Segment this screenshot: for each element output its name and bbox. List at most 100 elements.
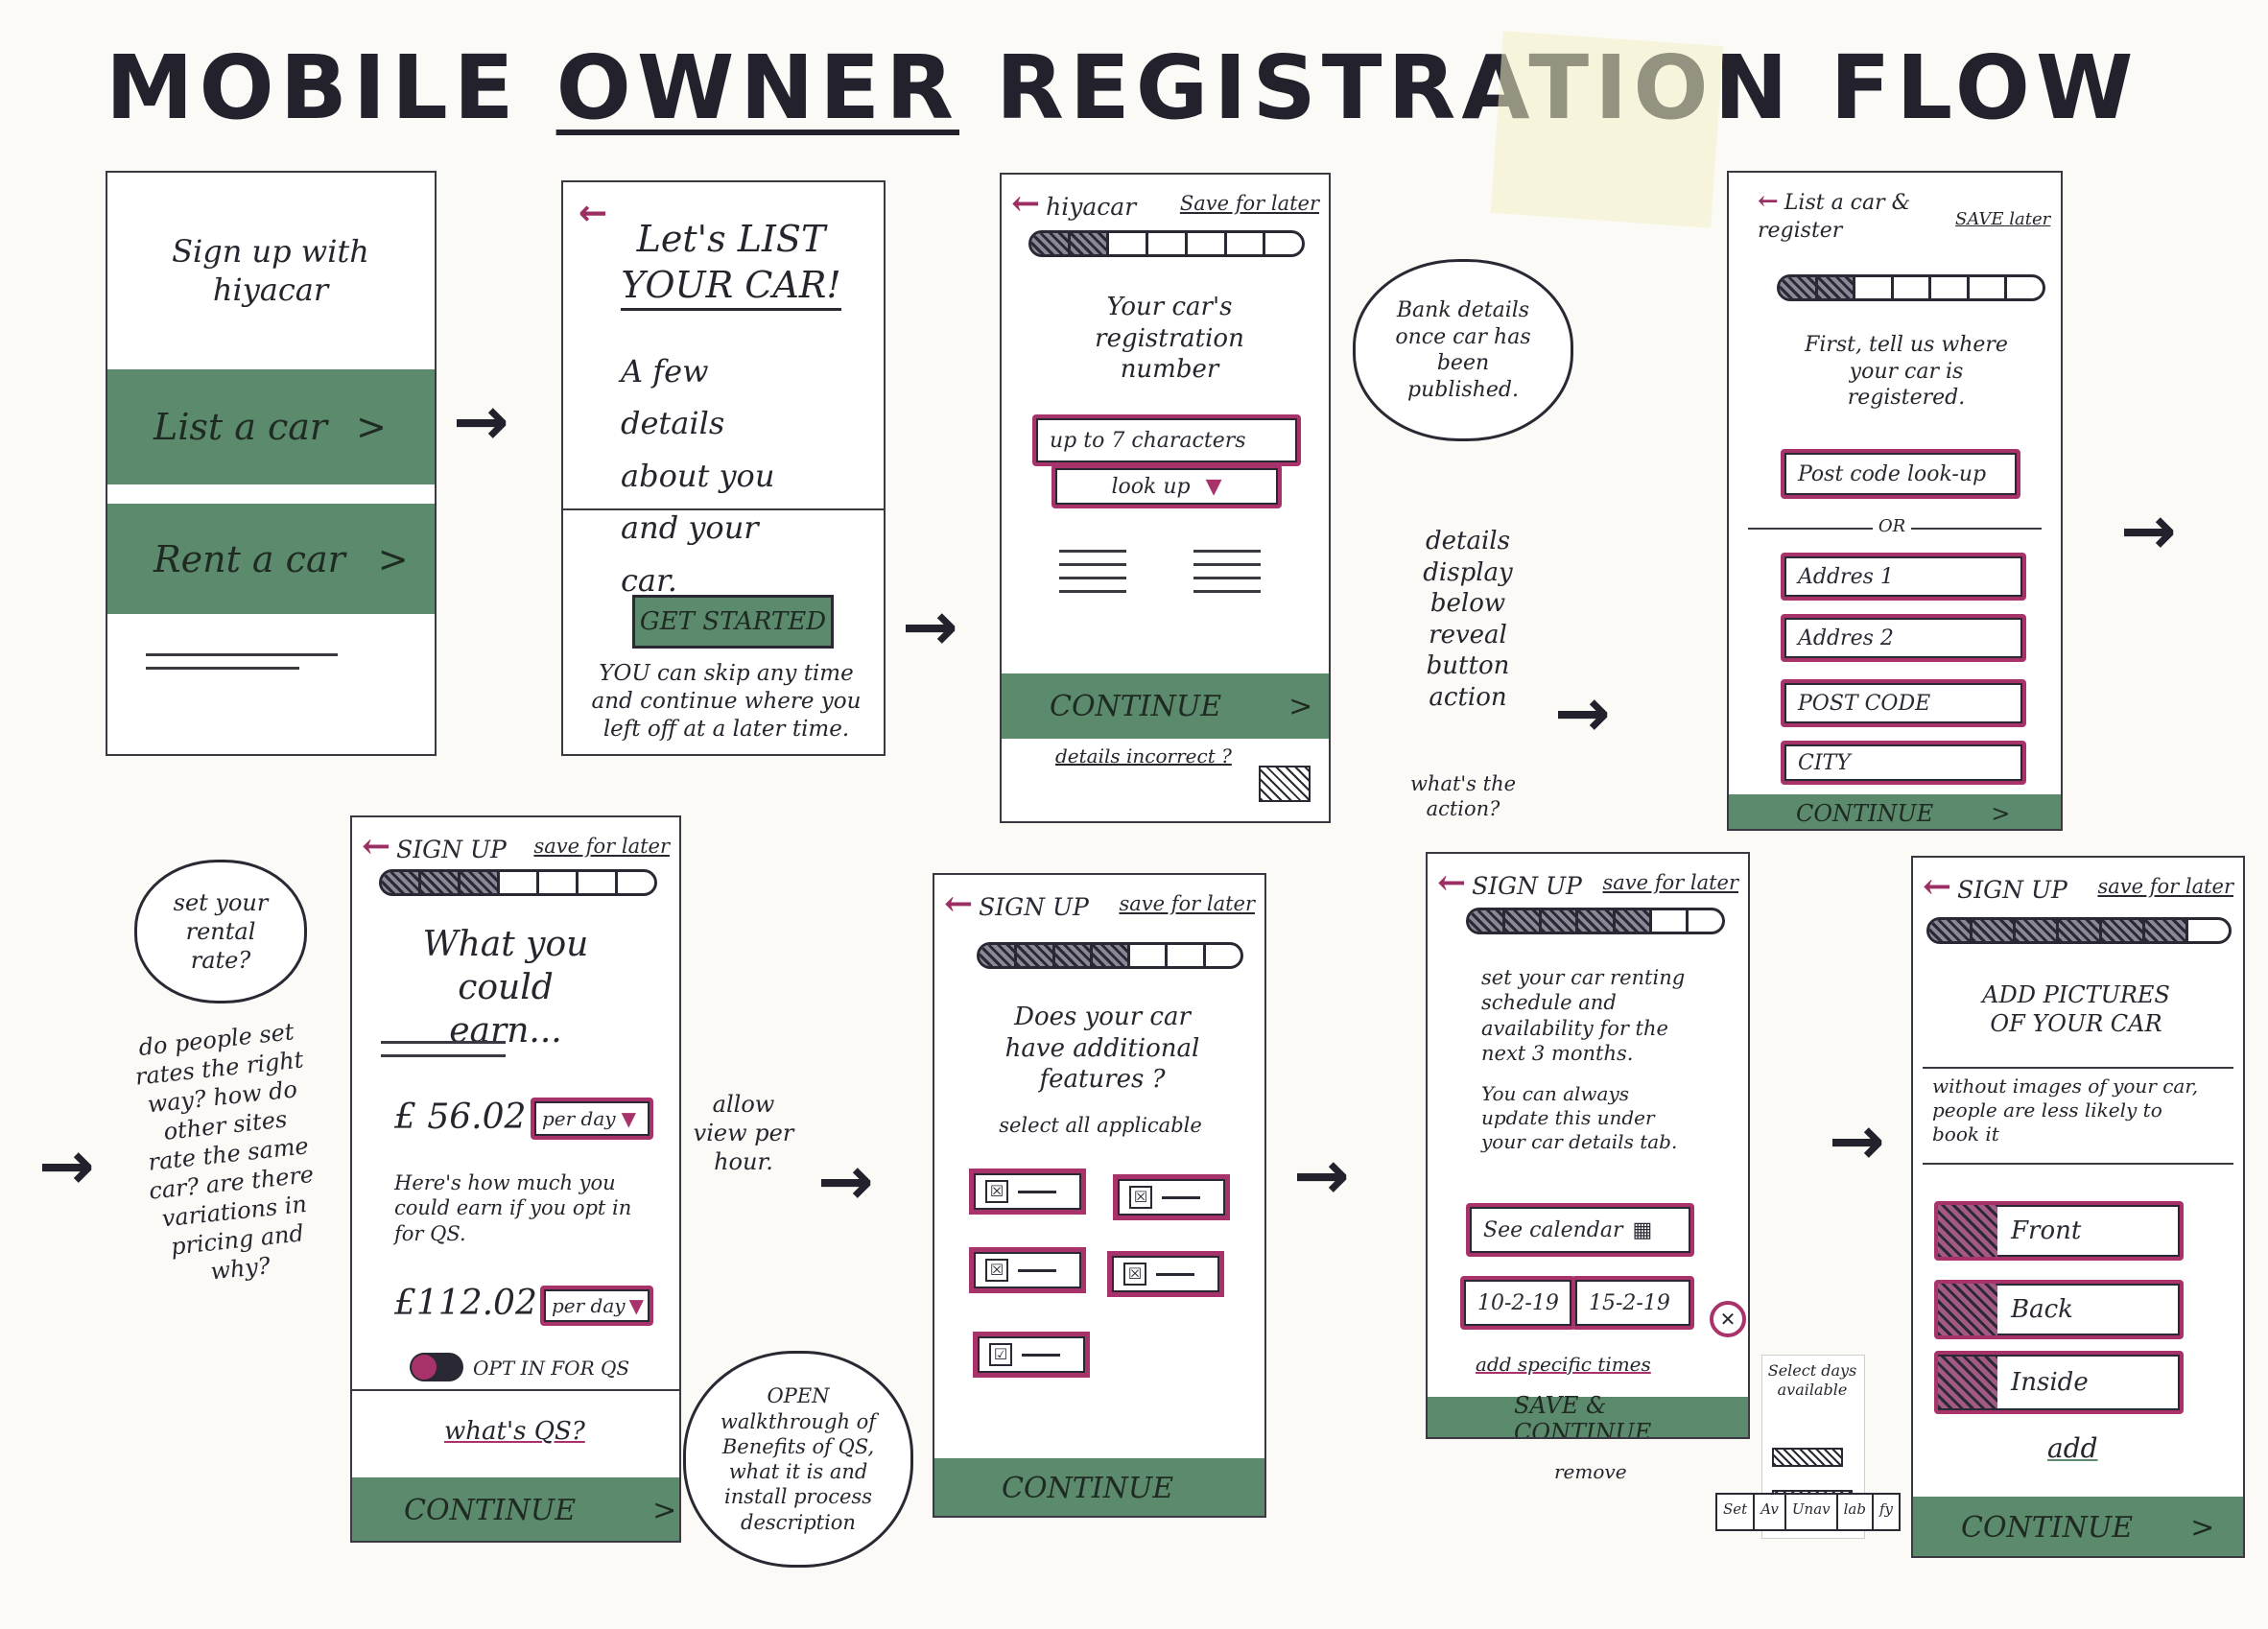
pricing-questions: do people set rates the right way? how d… (133, 1018, 316, 1286)
screen-schedule: ←SIGN UP save for later set your car ren… (1426, 852, 1750, 1439)
action-placeholder[interactable] (1259, 766, 1311, 802)
divider (1923, 1067, 2233, 1069)
flow-arrow: → (1554, 673, 1611, 752)
details-incorrect-link[interactable]: details incorrect ? (1055, 744, 1232, 767)
title-owner: OWNER (555, 36, 959, 139)
rental-rate-note: set your rental rate? (134, 860, 307, 1003)
save-for-later-link[interactable]: save for later (2097, 875, 2233, 898)
schedule-intro: set your car renting schedule and availa… (1481, 966, 1686, 1065)
feature-checkbox[interactable]: ☒ (1113, 1174, 1230, 1220)
progress-bar (1777, 274, 2045, 301)
back-arrow-icon[interactable]: ← (1758, 187, 1779, 216)
remove-icon[interactable]: ✕ (1710, 1301, 1746, 1337)
address2-field[interactable]: Addres 2 (1781, 614, 2026, 662)
pictures-note: without images of your car, people are l… (1932, 1074, 2199, 1145)
action-note: what's the action? (1409, 772, 1517, 821)
continue-button[interactable]: CONTINUE> (1913, 1497, 2243, 1556)
postcode-lookup-button[interactable]: Post code look-up (1781, 449, 2020, 499)
price-qs: £112.02 (394, 1284, 537, 1323)
save-later-link[interactable]: SAVE later (1955, 209, 2051, 229)
continue-button[interactable]: CONTINUE> (1729, 794, 2061, 829)
signup-label: SIGN UP (979, 893, 1089, 921)
back-photo-slot[interactable]: Back (1934, 1280, 2184, 1339)
screen-signup: Sign up with hiyacar List a car> Rent a … (106, 171, 437, 756)
back-arrow-icon[interactable]: ← (944, 884, 974, 924)
per-day-dropdown-qs[interactable]: per day▼ (540, 1286, 653, 1326)
rent-car-button[interactable]: Rent a car> (107, 504, 435, 614)
qs-walkthrough-note: OPEN walkthrough of Benefits of QS, what… (683, 1351, 913, 1568)
continue-button[interactable]: CONTINUE> (1002, 673, 1329, 739)
back-label: hiyacar (1046, 193, 1137, 221)
tab-modify[interactable]: fy (1878, 1500, 1893, 1518)
qs-explain: Here's how much you could earn if you op… (394, 1171, 632, 1245)
back-arrow-icon[interactable]: ← (362, 826, 391, 866)
screen-earnings: ←SIGN UP save for later What you could e… (350, 815, 681, 1543)
feature-checkbox[interactable]: ☑ (973, 1332, 1090, 1378)
tab-set[interactable]: Set (1717, 1495, 1756, 1529)
per-day-dropdown[interactable]: per day▼ (531, 1098, 653, 1140)
list-car-button[interactable]: List a car> (107, 369, 435, 484)
earn-lines (381, 1030, 506, 1068)
continue-button[interactable]: CONTINUE (934, 1458, 1264, 1516)
skip-note: YOU can skip any time and continue where… (591, 661, 862, 742)
screen-features: ←SIGN UP save for later Does your car ha… (933, 873, 1266, 1518)
lets-list-heading: Let's LIST YOUR CAR! (621, 217, 841, 311)
save-for-later-link[interactable]: save for later (533, 835, 670, 858)
front-photo-slot[interactable]: Front (1934, 1201, 2184, 1261)
progress-bar (379, 869, 657, 896)
save-continue-button[interactable]: SAVE & CONTINUE (1428, 1392, 1748, 1437)
photo-thumbnail (1938, 1357, 1997, 1408)
signup-label: SIGN UP (396, 836, 507, 863)
back-arrow-icon[interactable]: ← (1437, 862, 1467, 903)
remove-label: remove (1554, 1460, 1627, 1483)
save-for-later-link[interactable]: Save for later (1179, 192, 1319, 215)
feature-checkbox[interactable]: ☒ (969, 1247, 1086, 1293)
registration-input[interactable]: up to 7 characters (1032, 414, 1301, 466)
pictures-heading: ADD PICTURES OF YOUR CAR (1982, 981, 2170, 1037)
divider (352, 1389, 679, 1391)
availability-tabs: Set Av Unav lab fy (1715, 1493, 1901, 1531)
get-started-button[interactable]: GET STARTED (632, 595, 834, 649)
save-for-later-link[interactable]: save for later (1602, 871, 1738, 894)
end-date-field[interactable]: 15-2-19 (1571, 1276, 1694, 1330)
signup-label: SIGN UP (1957, 876, 2067, 904)
tab-unavailable[interactable]: Unav (1786, 1495, 1838, 1529)
progress-bar (1028, 230, 1305, 257)
see-calendar-button[interactable]: See calendar▦ (1466, 1203, 1694, 1257)
optin-toggle[interactable] (410, 1353, 463, 1381)
back-arrow-icon[interactable]: ← (1923, 866, 1952, 907)
footer-lines (146, 643, 338, 680)
progress-bar (1466, 908, 1725, 934)
save-for-later-link[interactable]: save for later (1119, 892, 1255, 915)
detail-lines-left (1059, 539, 1126, 603)
inside-photo-slot[interactable]: Inside (1934, 1351, 2184, 1414)
address1-field[interactable]: Addres 1 (1781, 553, 2026, 601)
start-date-field[interactable]: 10-2-19 (1460, 1276, 1575, 1330)
lookup-button[interactable]: look up▼ (1051, 464, 1282, 508)
screen-lets-list: ← Let's LIST YOUR CAR! A few details abo… (561, 180, 886, 756)
signup-label: SIGN UP (1472, 872, 1582, 900)
view-per-hour-note: allow view per hour. (693, 1091, 794, 1175)
tab-label[interactable]: lab (1838, 1495, 1874, 1529)
flow-arrow: → (1829, 1101, 1885, 1180)
back-arrow-icon[interactable]: ← (579, 194, 608, 233)
feature-checkbox[interactable]: ☒ (1107, 1251, 1224, 1297)
feature-checkbox[interactable]: ☒ (969, 1169, 1086, 1215)
back-arrow-icon[interactable]: ← (1011, 183, 1041, 224)
optin-label: OPT IN FOR QS (473, 1357, 630, 1380)
add-specific-times-link[interactable]: add specific times (1476, 1353, 1651, 1376)
chevron-down-icon: ▼ (621, 1107, 636, 1130)
add-photo-link[interactable]: add (2047, 1432, 2098, 1464)
screen-address: ←List a car & register SAVE later First,… (1727, 171, 2063, 831)
whats-qs-link[interactable]: what's QS? (444, 1417, 585, 1446)
city-field[interactable]: CITY (1781, 741, 2026, 785)
continue-button[interactable]: CONTINUE> (352, 1477, 679, 1541)
divider (563, 508, 884, 510)
flow-arrow: → (38, 1126, 95, 1205)
tab-available[interactable]: Av (1755, 1495, 1786, 1529)
schedule-note: You can always update this under your ca… (1481, 1082, 1678, 1153)
signup-text: Sign up with hiyacar (172, 233, 369, 308)
earn-heading: What you could earn... (422, 925, 589, 1051)
postcode-field[interactable]: POST CODE (1781, 679, 2026, 727)
screen-pictures: ←SIGN UP save for later ADD PICTURES OF … (1911, 856, 2245, 1558)
